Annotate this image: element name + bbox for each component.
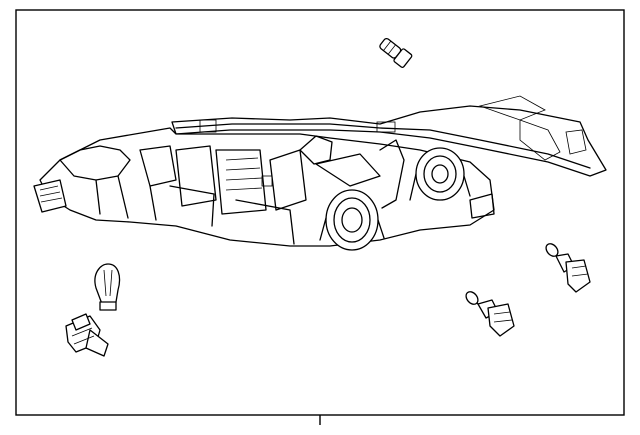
wedge-bulb-left[interactable] (94, 263, 121, 311)
bulb-socket-top[interactable] (377, 36, 413, 68)
bulb-socket-right-lower[interactable] (464, 289, 515, 337)
headlamp-housing-assembly[interactable] (33, 95, 607, 251)
bulb-socket-left[interactable] (65, 313, 109, 357)
bulb-socket-right-upper[interactable] (544, 241, 591, 293)
